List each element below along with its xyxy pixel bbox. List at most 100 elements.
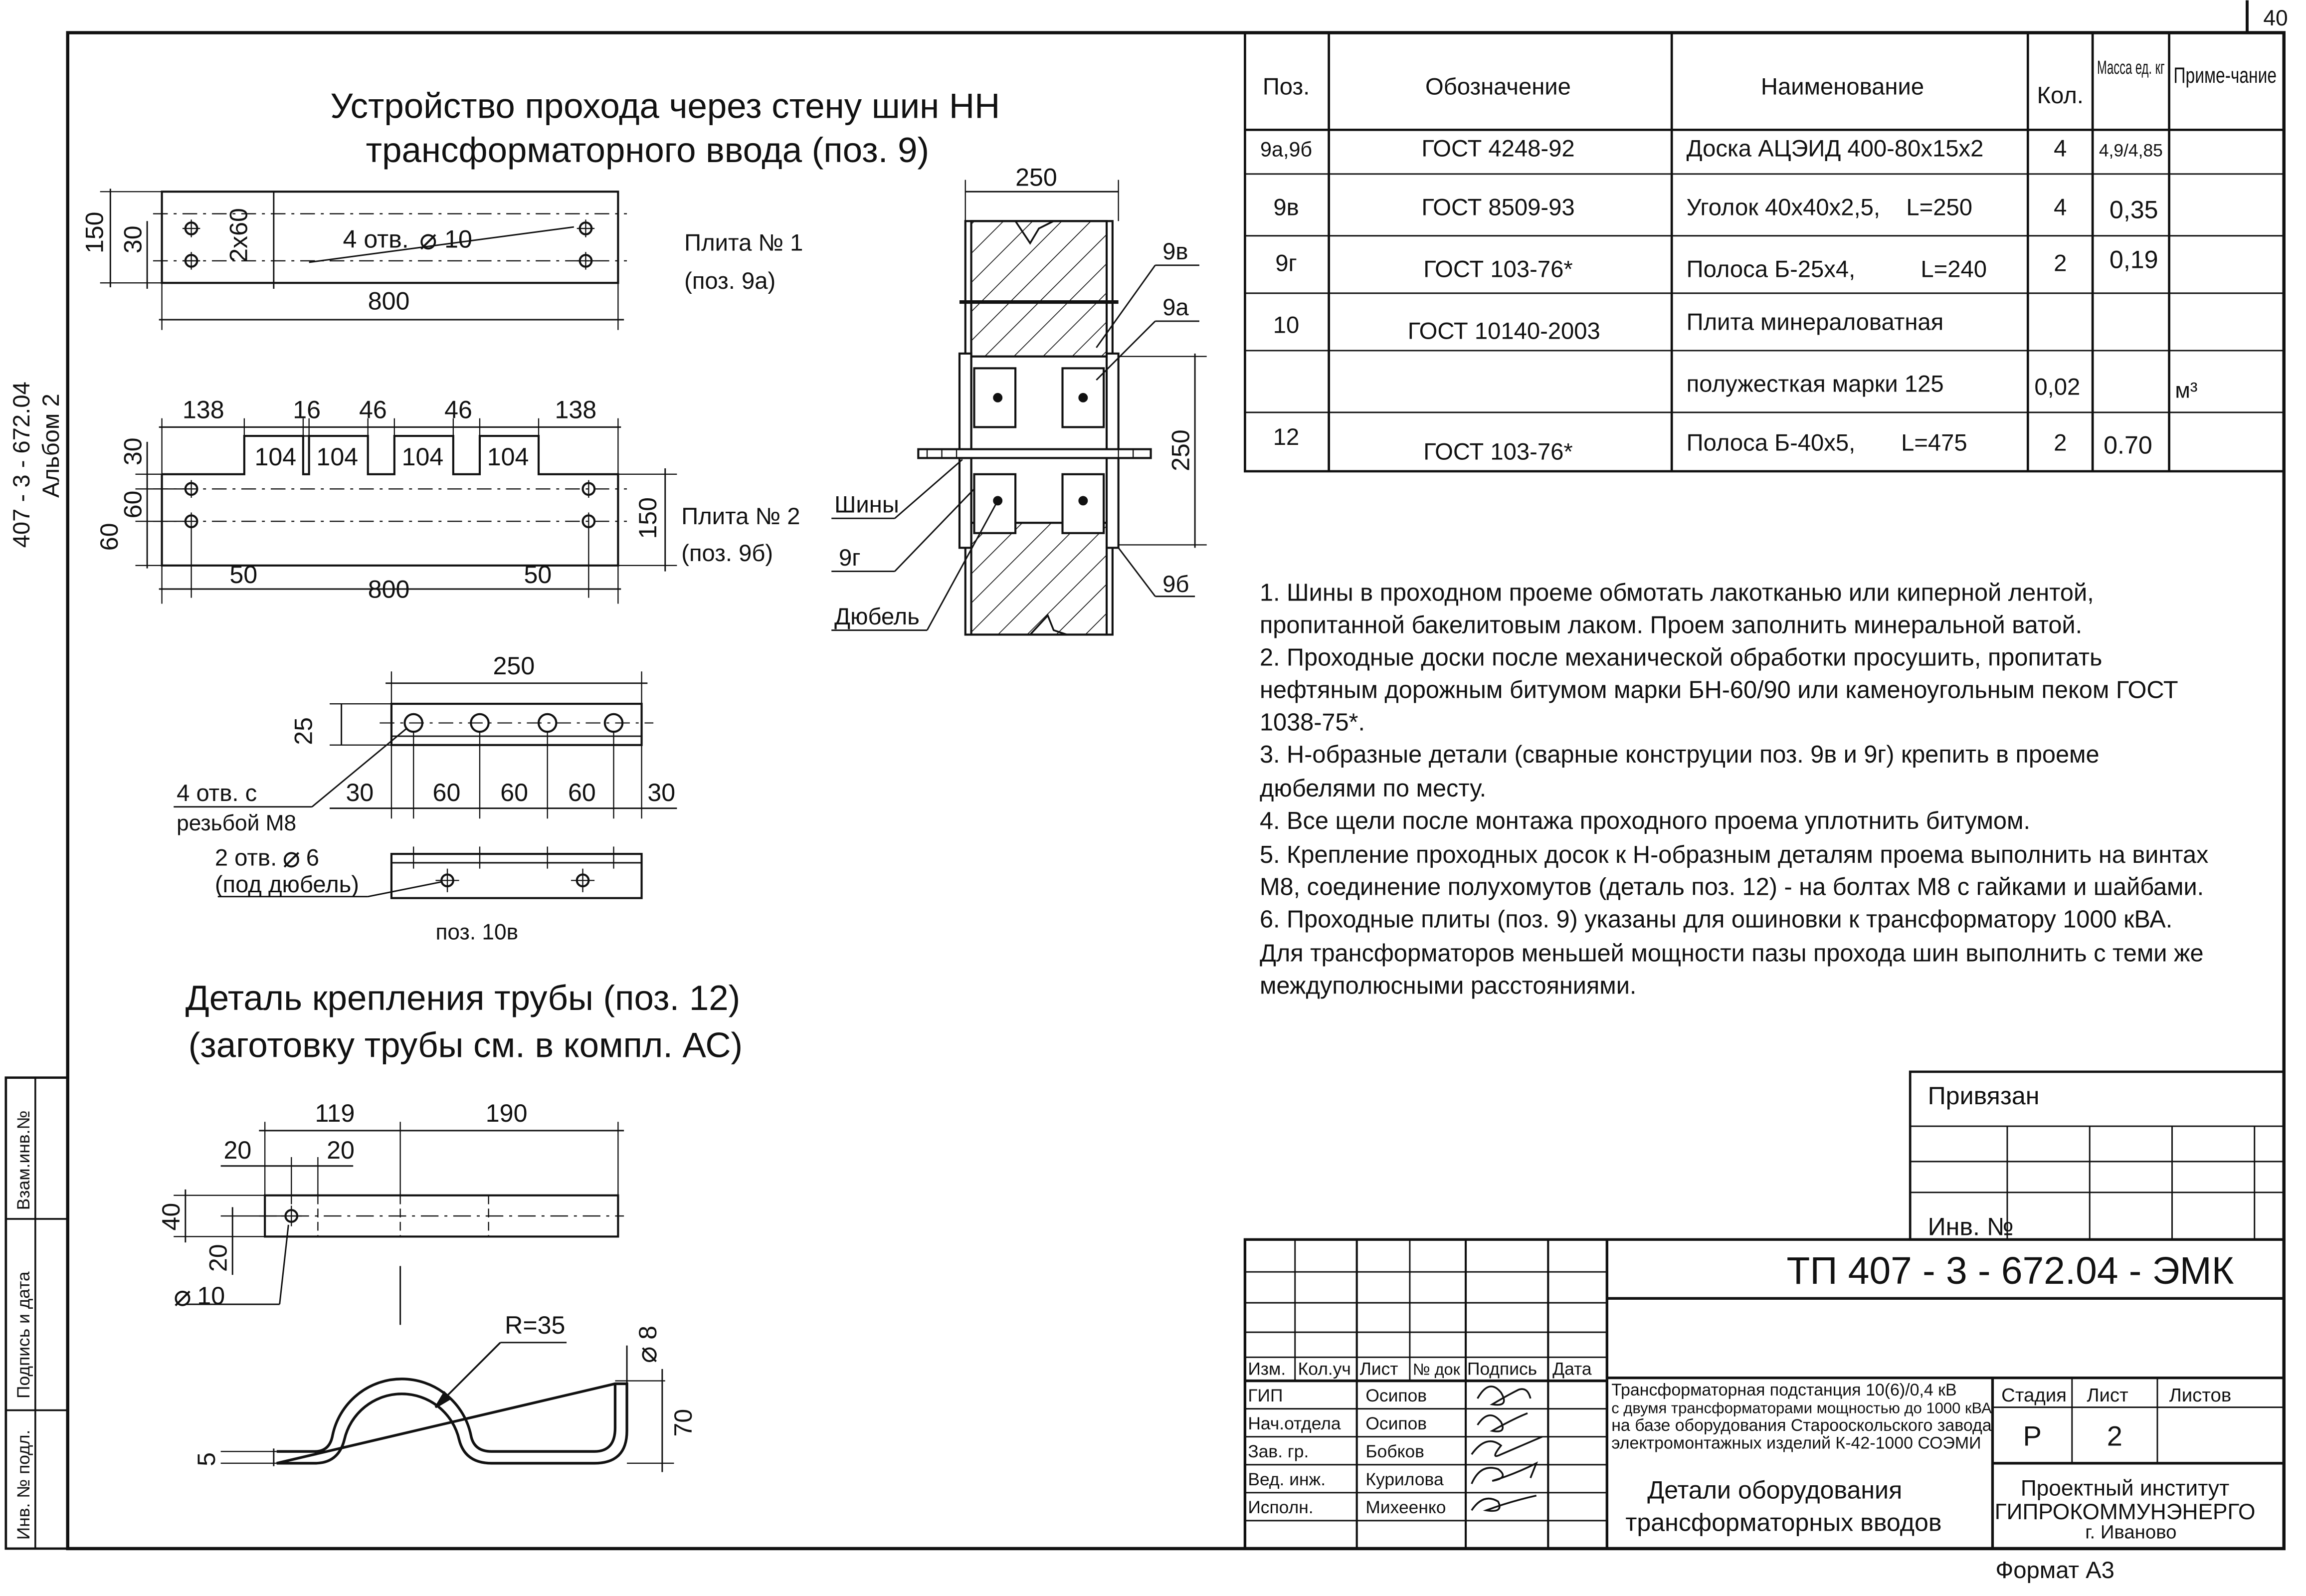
org-line2: ГИПРОКОММУНЭНЕРГО [1995, 1500, 2256, 1524]
spec-cell-pos: 9г [1275, 250, 1297, 277]
side-stamp: 407 - 3 - 672.04 Альбом 2 Взам.инв.№ Под… [8, 382, 64, 1540]
staff-role: Исполн. [1248, 1497, 1313, 1517]
plate1-dim-30: 30 [119, 225, 147, 253]
doc-code: ТП 407 - 3 - 672.04 - ЭМК [1786, 1250, 2234, 1292]
spec-cell-qty: 2 [2054, 430, 2067, 456]
spec-cell-pos: 10 [1273, 312, 1300, 339]
wall-dim-250-side: 250 [1166, 429, 1194, 471]
tb-col-kolich: Кол.уч [1298, 1359, 1351, 1379]
spec-cell-mass: 4,9/4,85 [2099, 140, 2163, 160]
spec-cell-qty: 4 [2054, 194, 2067, 220]
side-code: 407 - 3 - 672.04 [8, 382, 35, 548]
d10v-pos: поз. 10в [435, 920, 518, 944]
notes: 1. Шины в проходном проеме обмотать лако… [1260, 580, 2208, 999]
plate2-dim-46b: 46 [444, 396, 472, 424]
d12-dim-119: 119 [315, 1099, 355, 1127]
sheets-label: Листов [2169, 1385, 2232, 1406]
plate1-pos: (поз. 9а) [684, 268, 775, 294]
spec-cell-pos: 9в [1273, 194, 1299, 220]
section1-title-line1: Устройство прохода через стену шин НН [330, 87, 1000, 126]
note-line: 1. Шины в проходном проеме обмотать лако… [1260, 580, 2094, 606]
d12-dim-20b: 20 [327, 1136, 355, 1164]
diameter-icon: ⌀ [283, 841, 301, 874]
note-line: 3. Н-образные детали (сварные конструции… [1260, 741, 2100, 768]
spec-table: Поз. Обозначение Наименование Кол. Масса… [1260, 57, 2277, 465]
spec-cell-name: Полоса Б-25х4, L=240 [1687, 256, 1987, 282]
label-dubel: Дюбель [834, 603, 920, 630]
binding-label: Привязан [1928, 1082, 2040, 1110]
staff-role: Зав. гр. [1248, 1441, 1309, 1461]
plate1-holes: 4 отв. [343, 225, 409, 253]
plate1-dim-2x60: 2х60 [225, 208, 253, 262]
plate2-name: Плита № 2 [681, 503, 800, 530]
spec-cell-name: полужесткая марки 125 [1687, 371, 1944, 398]
note-line: 5. Крепление проходных досок к Н-образны… [1260, 841, 2208, 868]
page-number: 40 [2263, 6, 2288, 30]
d12-radius: R=35 [505, 1311, 565, 1339]
d10v-holes-label2: резьбой М8 [177, 811, 296, 835]
note-line: 2. Проходные доски после механической об… [1260, 644, 2102, 671]
d12-dim-70: 70 [669, 1409, 697, 1437]
tb-col-ndoc: № док [1413, 1361, 1461, 1379]
diameter-icon: ⌀ [174, 1279, 192, 1312]
note-line: Для трансформаторов меньшей мощности паз… [1260, 940, 2204, 967]
stamp-replace-inv: Взам.инв.№ [13, 1111, 33, 1210]
spec-cell-name: Плита минераловатная [1687, 309, 1944, 336]
stamp-orig-inv: Инв. № подл. [13, 1430, 33, 1540]
note-line: нефтяным дорожным битумом марки БН-60/90… [1260, 676, 2178, 703]
project-line: с двумя трансформаторами мощностью до 10… [1611, 1399, 1992, 1416]
d10v-holes2-label1: 2 отв. [215, 845, 277, 871]
spec-header-name: Наименование [1761, 73, 1924, 100]
d10v-dim-30a: 30 [346, 779, 374, 806]
plate2-dim-60b: 60 [119, 491, 147, 519]
table-row: 9а,9б ГОСТ 4248-92 Доска АЦЭИД 400-80х15… [1260, 135, 2163, 162]
table-row: 12 ГОСТ 103-76* Полоса Б-40х5, L=475 2 0… [1273, 424, 2152, 465]
sheet-value: 2 [2107, 1420, 2122, 1451]
binding-block-grid [1909, 1070, 2286, 1241]
d10v-dim-60b: 60 [500, 779, 528, 806]
plate1-hole-dia: 10 [444, 225, 472, 253]
staff-role: Нач.отдела [1248, 1413, 1341, 1433]
d10v-dim-60c: 60 [568, 779, 596, 806]
plate2-drawing [135, 418, 677, 604]
staff-role: Вед. инж. [1248, 1469, 1326, 1489]
plate2-slot-3: 104 [402, 443, 444, 471]
project-line: электромонтажных изделий К-42-1000 СОЭМИ [1611, 1433, 1981, 1452]
note-line: М8, соединение полухомутов (деталь поз. … [1260, 874, 2204, 901]
staff-name: Осипов [1365, 1413, 1427, 1433]
staff-name: Курилова [1365, 1469, 1444, 1489]
diameter-icon: ⌀ [631, 1346, 662, 1363]
title-block-grid [1243, 1238, 2286, 1550]
plate2-dim-50b: 50 [524, 561, 552, 589]
spec-cell-code: ГОСТ 103-76* [1423, 438, 1572, 465]
stage-value: Р [2023, 1420, 2041, 1451]
plate1-dim-800: 800 [368, 287, 410, 315]
spec-cell-qty: 4 [2054, 135, 2067, 162]
tb-col-date: Дата [1552, 1359, 1592, 1379]
spec-cell-mass: 0,19 [2110, 246, 2158, 274]
spec-cell-qty: 0,02 [2034, 374, 2080, 400]
staff-name: Михеенко [1365, 1497, 1446, 1517]
note-line: 4. Все щели после монтажа проходного про… [1260, 807, 2030, 834]
note-line: пропитанной бакелитовым лаком. Проем зап… [1260, 612, 2082, 639]
d10v-dim-25: 25 [290, 717, 318, 745]
stage-label: Стадия [2001, 1385, 2067, 1406]
plate2-slot-2: 104 [316, 443, 358, 471]
spec-header-mass: Масса ед. кг [2097, 57, 2165, 78]
d12-dim-190: 190 [486, 1099, 528, 1127]
d12-dim-20a: 20 [224, 1136, 252, 1164]
label-shiny: Шины [834, 492, 899, 518]
tb-col-signature: Подпись [1467, 1359, 1537, 1379]
spec-header-pos: Поз. [1263, 73, 1310, 100]
spec-cell-pos: 12 [1273, 424, 1300, 450]
plate1-name: Плита № 1 [684, 229, 803, 256]
plate2-dim-150: 150 [634, 497, 662, 539]
staff-name: Осипов [1365, 1386, 1427, 1405]
wall-section-labels: 250 250 9в 9а 9б Шины 9г Дюбель [834, 163, 1194, 629]
d12-dim-20c: 20 [204, 1244, 232, 1272]
project-line: Трансформаторная подстанция 10(6)/0,4 кВ [1611, 1381, 1956, 1399]
plate2-pos: (поз. 9б) [681, 540, 773, 567]
spec-cell-name: Доска АЦЭИД 400-80х15х2 [1687, 135, 1984, 162]
note-line: 6. Проходные плиты (поз. 9) указаны для … [1260, 906, 2172, 933]
